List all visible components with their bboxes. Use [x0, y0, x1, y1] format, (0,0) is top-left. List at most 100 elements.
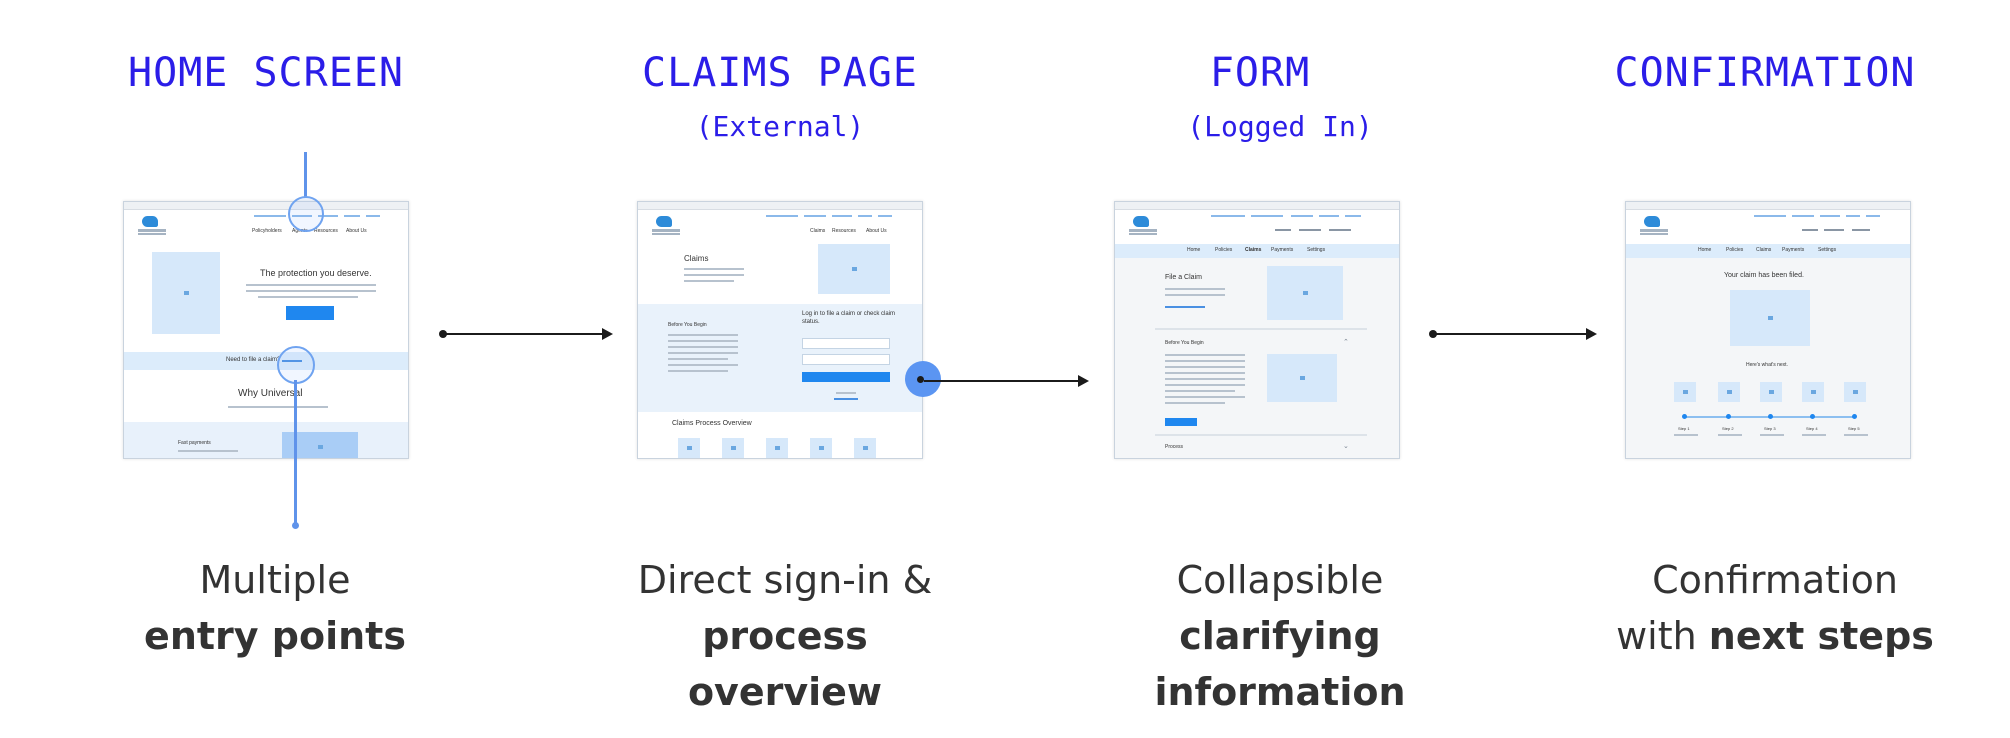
logo-wordmark-sub — [652, 233, 680, 235]
nav-payments[interactable]: Payments — [1782, 247, 1805, 253]
hero-title: The protection you deserve. — [260, 268, 372, 278]
utility-link[interactable] — [858, 215, 872, 217]
nav-policies[interactable]: Policies — [1726, 247, 1744, 253]
claims-image-placeholder — [818, 244, 890, 294]
flow-arrow-2 — [924, 375, 1089, 387]
nav-claims[interactable]: Claims — [1756, 247, 1772, 253]
phone-link[interactable] — [1165, 306, 1205, 308]
nav-link[interactable] — [1824, 229, 1844, 231]
caption-emphasis: next steps — [1708, 614, 1934, 658]
nav-policies[interactable]: Policies — [1215, 247, 1233, 253]
whale-logo-icon — [656, 216, 672, 227]
feature-band — [124, 422, 408, 458]
before-you-begin-title: Before You Begin — [668, 322, 707, 328]
whale-logo-icon — [1133, 216, 1149, 227]
utility-link[interactable] — [366, 215, 380, 217]
step-label: Step 4 — [1806, 426, 1818, 431]
step-dot — [1682, 414, 1687, 419]
utility-link[interactable] — [766, 215, 798, 217]
nav-link[interactable] — [1329, 229, 1351, 231]
utility-link[interactable] — [1846, 215, 1860, 217]
browser-chrome — [1115, 202, 1399, 210]
step-3-heading: FORM — [1209, 50, 1311, 96]
confirmation-wireframe: Home Policies Claims Payments Settings Y… — [1625, 201, 1911, 459]
phone-link[interactable] — [834, 398, 858, 400]
step-3-caption: Collapsible clarifying information — [1070, 552, 1490, 720]
nav-payments[interactable]: Payments — [1271, 247, 1294, 253]
caption-prefix: with — [1616, 614, 1709, 658]
sign-in-start-claim-button[interactable] — [802, 372, 890, 382]
entry-point-callout-line — [304, 152, 307, 198]
nav-policyholders[interactable]: Policyholders — [252, 228, 282, 234]
expand-chevron-icon[interactable]: ⌄ — [1343, 443, 1349, 450]
utility-link[interactable] — [1754, 215, 1786, 217]
entry-point-ring-top — [288, 196, 324, 232]
utility-link[interactable] — [1820, 215, 1840, 217]
process-title[interactable]: Process — [1165, 444, 1184, 450]
nav-link[interactable] — [1275, 229, 1291, 231]
before-you-begin-title[interactable]: Before You Begin — [1165, 340, 1204, 346]
claims-text-line — [684, 268, 744, 270]
password-input[interactable] — [802, 354, 890, 365]
nav-claims[interactable]: Claims — [1245, 247, 1262, 253]
utility-link[interactable] — [344, 215, 360, 217]
hero-text-line — [246, 284, 376, 286]
start-button[interactable] — [1165, 418, 1197, 426]
step-text-line — [1760, 434, 1784, 436]
utility-link[interactable] — [1792, 215, 1814, 217]
home-screen-wireframe: Policyholders Agents Resources About Us … — [123, 201, 409, 459]
before-text-line — [668, 352, 738, 354]
username-input[interactable] — [802, 338, 890, 349]
nav-resources[interactable]: Resources — [832, 228, 856, 234]
utility-link[interactable] — [1251, 215, 1283, 217]
nav-settings[interactable]: Settings — [1818, 247, 1837, 253]
nav-about[interactable]: About Us — [346, 228, 367, 234]
caption-emphasis: entry points — [144, 614, 406, 658]
nav-link[interactable] — [1852, 229, 1870, 231]
hero-text-line — [246, 290, 376, 292]
utility-link[interactable] — [318, 215, 338, 217]
nav-home[interactable]: Home — [1698, 247, 1712, 253]
nav-link[interactable] — [1299, 229, 1321, 231]
nav-link[interactable] — [1802, 229, 1818, 231]
utility-link[interactable] — [1319, 215, 1339, 217]
get-a-quote-button[interactable] — [286, 306, 334, 320]
step-label: Step 5 — [1848, 426, 1860, 431]
form-content-area — [1115, 258, 1399, 458]
nav-home[interactable]: Home — [1187, 247, 1201, 253]
step-image — [1718, 382, 1740, 402]
step-1-heading: HOME SCREEN — [128, 50, 404, 96]
step-2-subheading: (External) — [695, 110, 865, 143]
utility-link[interactable] — [254, 215, 286, 217]
logo-wordmark-sub — [138, 233, 166, 235]
browser-chrome — [124, 202, 408, 210]
utility-link[interactable] — [1866, 215, 1880, 217]
step-label: Step 1 — [1678, 426, 1690, 431]
claims-title: Claims — [684, 254, 709, 263]
section-divider — [1155, 434, 1367, 436]
utility-link[interactable] — [832, 215, 852, 217]
utility-link[interactable] — [878, 215, 892, 217]
utility-link[interactable] — [1345, 215, 1361, 217]
claims-text-line — [684, 280, 734, 282]
collapse-chevron-icon[interactable]: ⌃ — [1343, 339, 1349, 346]
hero-text-line — [258, 296, 358, 298]
file-claim-title: File a Claim — [1165, 274, 1202, 281]
caption-emphasis: process overview — [687, 614, 883, 714]
nav-settings[interactable]: Settings — [1307, 247, 1326, 253]
whale-logo-icon — [142, 216, 158, 227]
utility-link[interactable] — [1211, 215, 1245, 217]
process-step-image — [810, 438, 832, 458]
nav-resources[interactable]: Resources — [314, 228, 338, 234]
caption-line: Collapsible — [1176, 558, 1384, 602]
nav-about[interactable]: About Us — [866, 228, 887, 234]
feature-text-line — [178, 450, 238, 452]
nav-claims[interactable]: Claims — [810, 228, 826, 234]
why-section-title: Why Universal — [238, 388, 303, 399]
browser-chrome — [1626, 202, 1910, 210]
step-dot — [1726, 414, 1731, 419]
step-dot — [1810, 414, 1815, 419]
utility-link[interactable] — [804, 215, 826, 217]
account-nav-band — [1626, 244, 1910, 258]
utility-link[interactable] — [1291, 215, 1313, 217]
